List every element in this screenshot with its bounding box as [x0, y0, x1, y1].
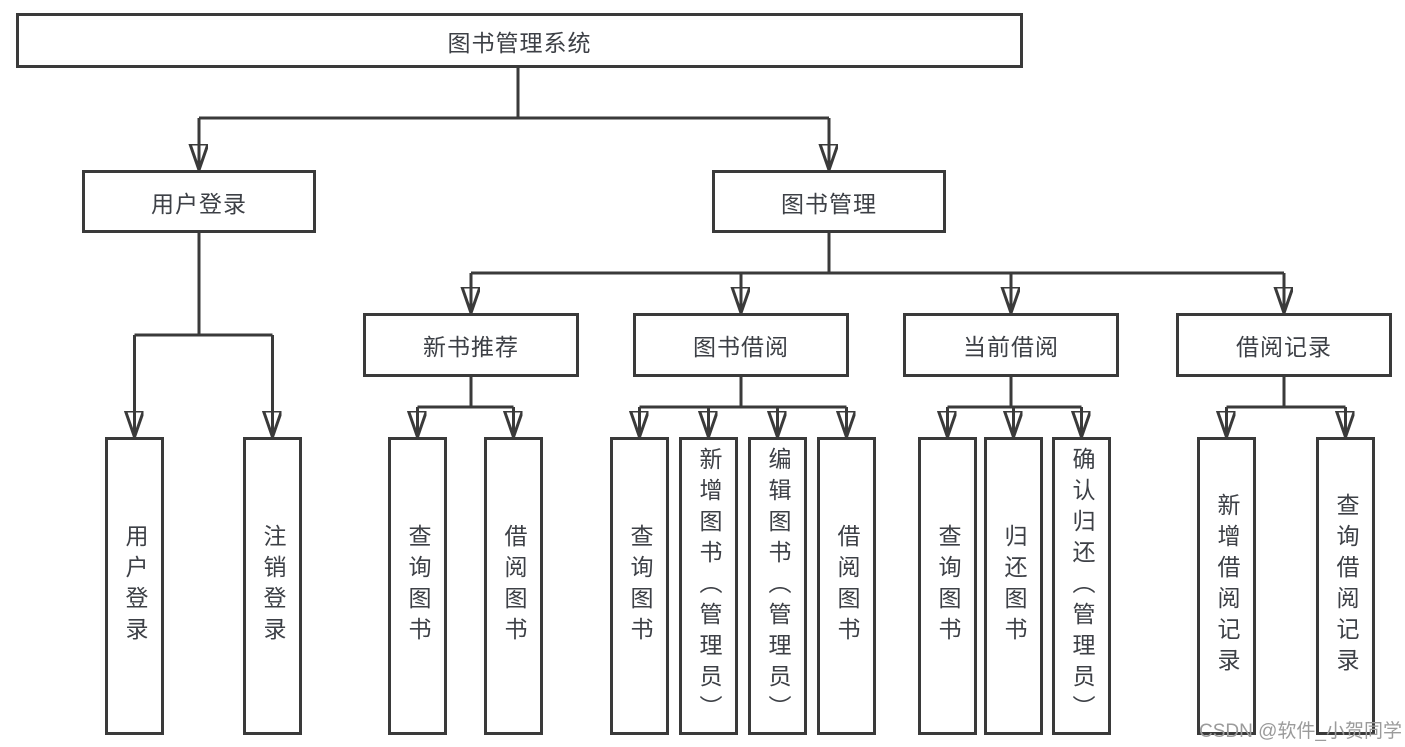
node-book-borrow: 图书借阅: [633, 313, 849, 377]
node-new-book-recommend: 新书推荐: [363, 313, 579, 377]
leaf-label: 查询图书: [935, 524, 961, 648]
node-book-management: 图书管理: [712, 170, 946, 233]
leaf-label: 借阅图书: [501, 524, 527, 648]
csdn-watermark: CSDN @软件_小贺同学: [1199, 721, 1402, 742]
node-current-borrow: 当前借阅: [903, 313, 1119, 377]
connector-group: [135, 68, 1346, 437]
leaf-label: 新增图书（管理员）: [696, 446, 722, 726]
node-library-management-system: 图书管理系统: [16, 13, 1023, 68]
node-label: 新书推荐: [423, 334, 519, 360]
node-label: 图书借阅: [693, 334, 789, 360]
leaf-label: 查询图书: [405, 524, 431, 648]
node-label: 借阅记录: [1236, 334, 1332, 360]
node-label: 当前借阅: [963, 334, 1059, 360]
leaf-label: 编辑图书（管理员）: [765, 446, 791, 726]
leaf-label: 归还图书: [1001, 524, 1027, 648]
leaf-add-borrow-record: 新增借阅记录: [1197, 437, 1256, 735]
leaf-query-books-current: 查询图书: [918, 437, 977, 735]
leaf-label: 注销登录: [260, 524, 286, 648]
leaf-label: 确认归还（管理员）: [1069, 446, 1095, 726]
leaf-confirm-return-admin: 确认归还（管理员）: [1052, 437, 1111, 735]
leaf-query-books-recommend: 查询图书: [388, 437, 447, 735]
node-borrow-records: 借阅记录: [1176, 313, 1392, 377]
node-user-login: 用户登录: [82, 170, 316, 233]
leaf-user-login: 用户登录: [105, 437, 164, 735]
leaf-edit-book-admin: 编辑图书（管理员）: [748, 437, 807, 735]
node-label: 用户登录: [151, 190, 247, 217]
node-label: 图书管理: [781, 190, 877, 217]
leaf-add-book-admin: 新增图书（管理员）: [679, 437, 738, 735]
leaf-query-books-borrow: 查询图书: [610, 437, 669, 735]
leaf-label: 用户登录: [122, 524, 148, 648]
leaf-borrow-books: 借阅图书: [817, 437, 876, 735]
leaf-label: 借阅图书: [834, 524, 860, 648]
leaf-label: 新增借阅记录: [1214, 493, 1240, 679]
leaf-query-borrow-record: 查询借阅记录: [1316, 437, 1375, 735]
leaf-borrow-books-recommend: 借阅图书: [484, 437, 543, 735]
leaf-label: 查询图书: [627, 524, 653, 648]
leaf-label: 查询借阅记录: [1333, 493, 1359, 679]
node-label: 图书管理系统: [447, 29, 592, 56]
leaf-logout: 注销登录: [243, 437, 302, 735]
leaf-return-book: 归还图书: [984, 437, 1043, 735]
